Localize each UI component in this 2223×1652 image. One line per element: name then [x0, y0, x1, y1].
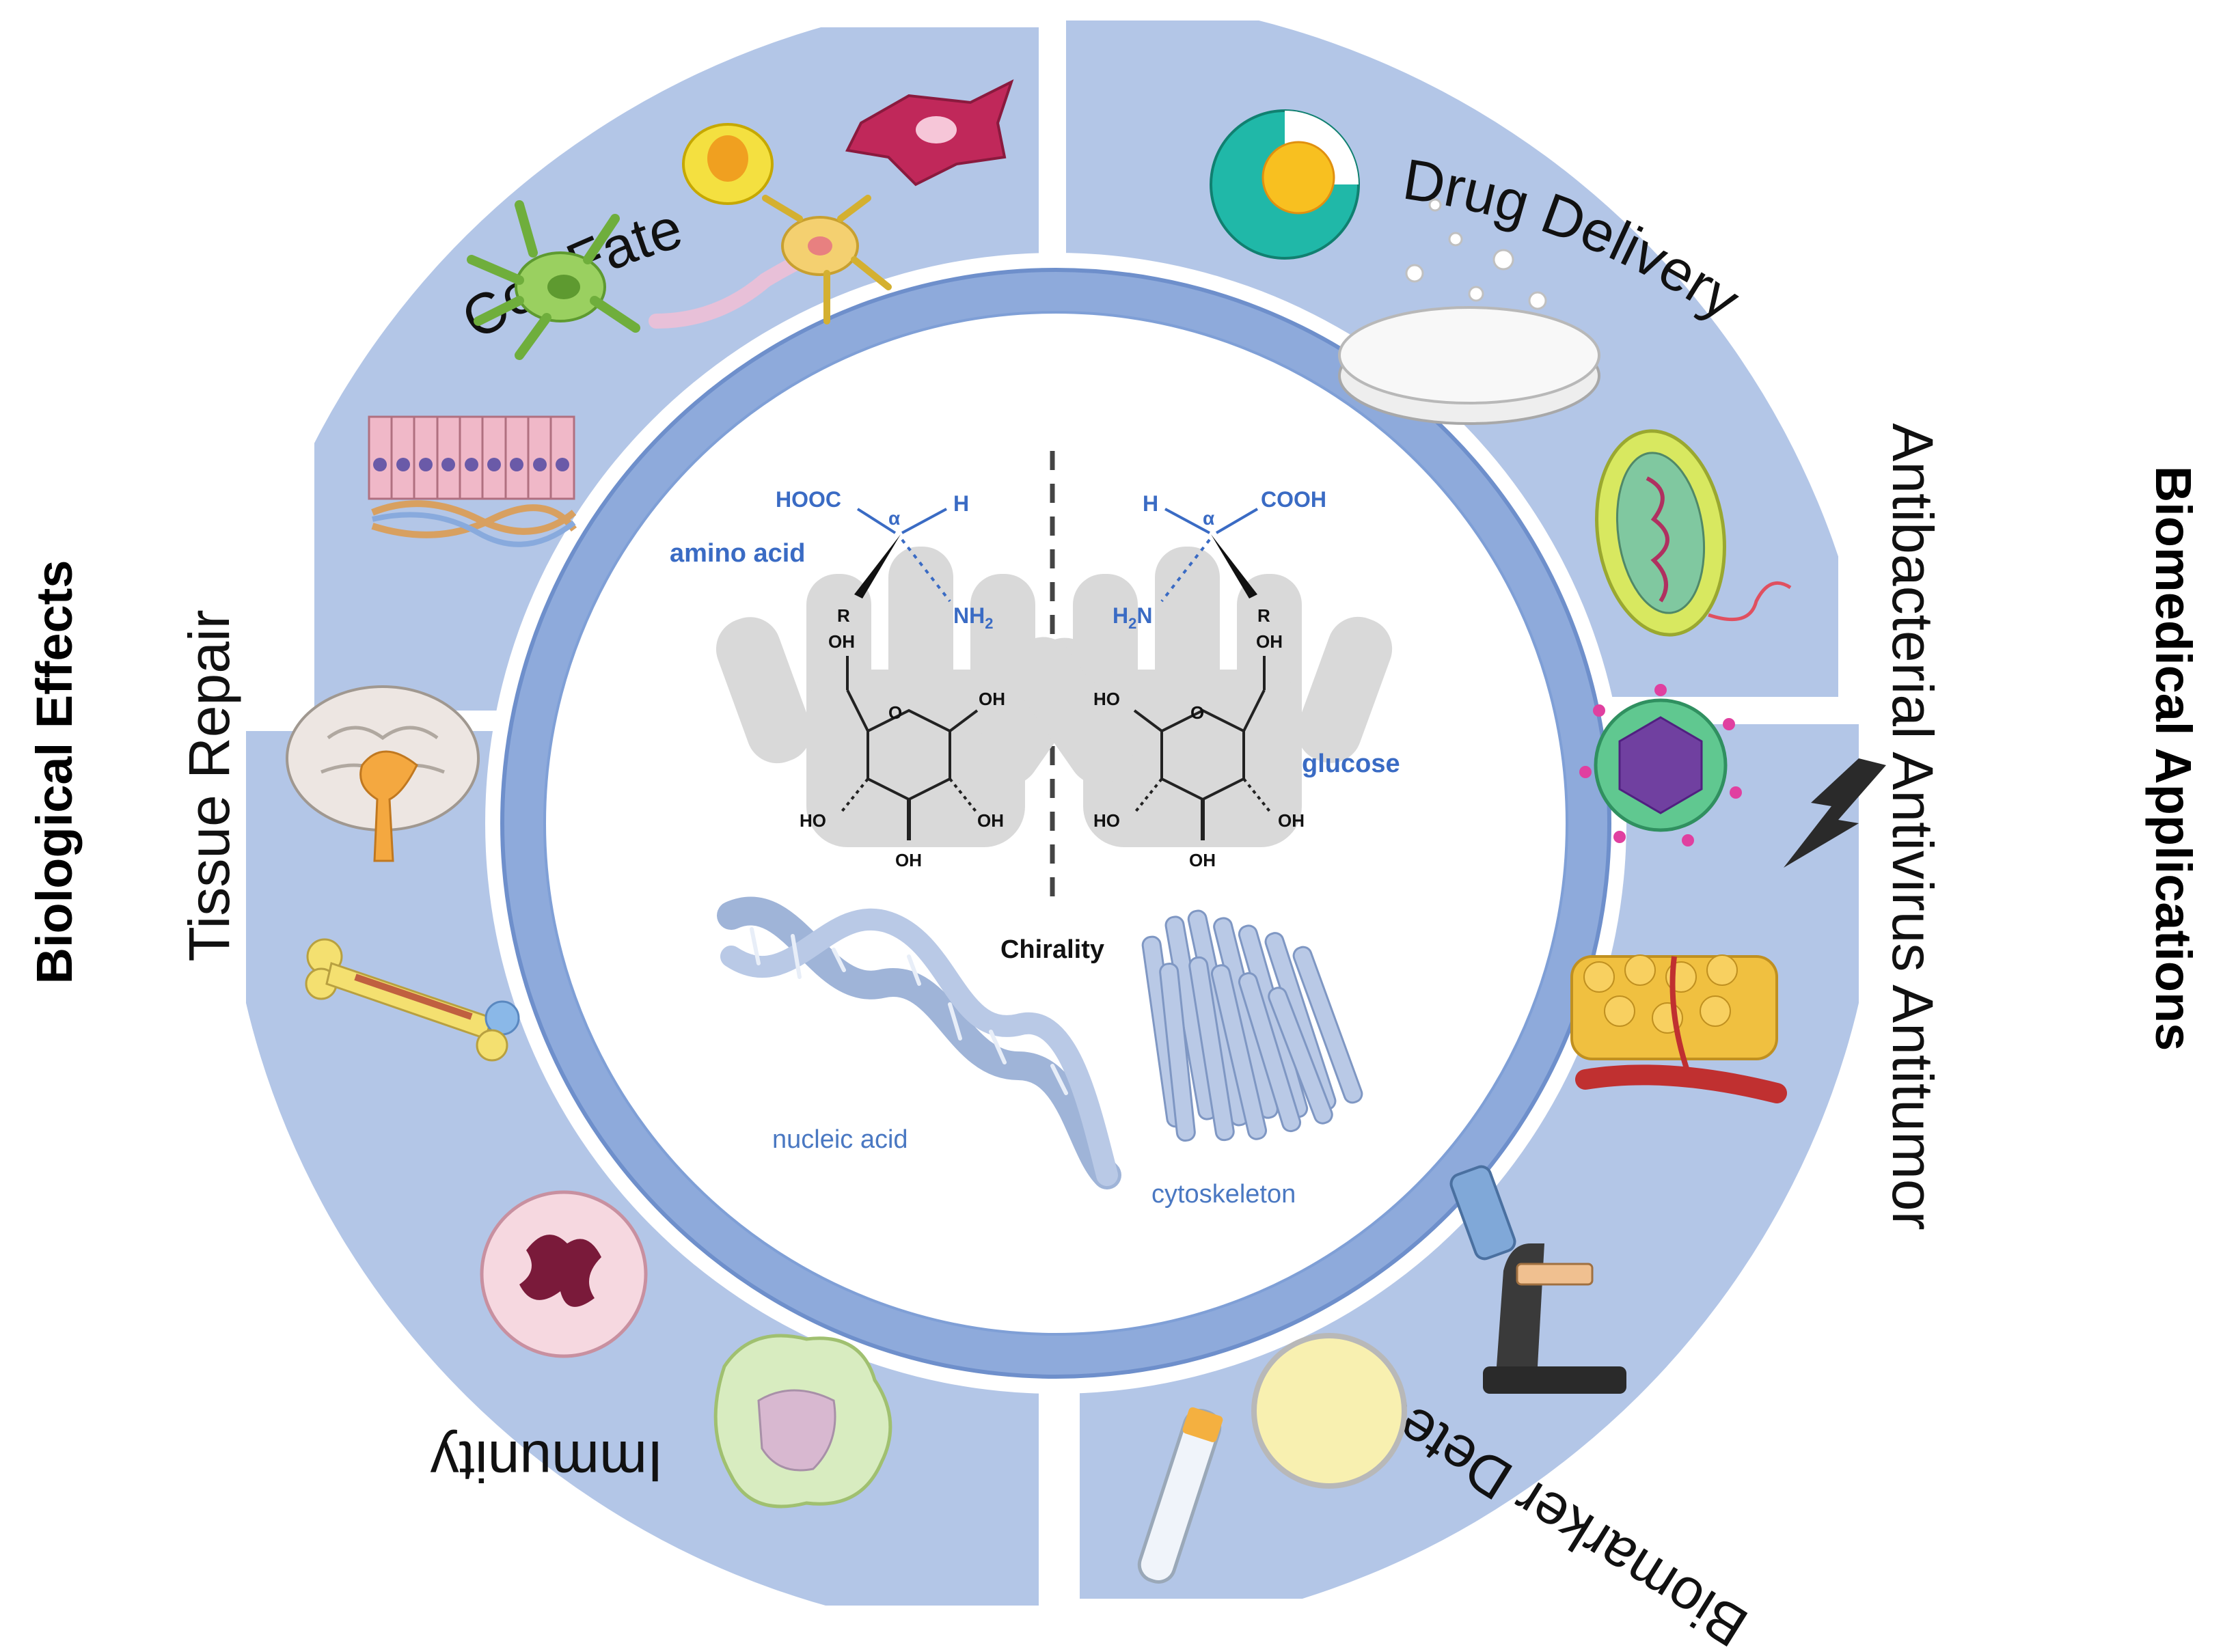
left-ho-bottom-left: HO [800, 810, 826, 831]
bacterium-icon [1595, 429, 1792, 637]
left-oh-bottom-right: OH [977, 810, 1004, 831]
microscope-icon [1449, 1165, 1626, 1394]
petri-dish-icon [1251, 1333, 1407, 1489]
left-ring-oxygen: O [888, 702, 902, 723]
label-glucose: glucose [1302, 749, 1400, 778]
green-neuron-icon [467, 200, 640, 360]
svg-text:COOH: COOH [1261, 487, 1326, 512]
center-disc [543, 311, 1568, 1336]
left-oh-top: OH [828, 631, 855, 652]
svg-text:α: α [1203, 508, 1214, 529]
title-biomedical-applications: Biomedical Applications [2145, 466, 2202, 1051]
lightning-icon [1784, 758, 1886, 868]
svg-text:HOOC: HOOC [776, 487, 841, 512]
label-antibacterial: Antibacterial Antivirus Antitumor [1881, 423, 1945, 1230]
svg-text:H: H [953, 491, 969, 516]
neutrophil-icon [480, 1190, 648, 1358]
svg-text:H2N: H2N [1113, 603, 1152, 632]
test-tube-icon [1137, 1407, 1223, 1584]
brain-icon [286, 685, 480, 862]
tablet-icon [1338, 198, 1600, 425]
nanoparticle-core-shell-icon [1210, 109, 1360, 260]
macrophage-icon [713, 1334, 892, 1509]
right-ho-left: HO [1093, 689, 1120, 709]
virus-icon [1579, 684, 1742, 846]
right-oh-bottom-right: OH [1278, 810, 1305, 831]
bone-icon [305, 938, 520, 1062]
left-oh-right: OH [979, 689, 1005, 709]
dna-helix-icon [717, 896, 1121, 1189]
yellow-neuron-axon-icon [649, 195, 892, 329]
right-ho-bottom-left: HO [1093, 810, 1120, 831]
red-dendritic-cell-icon [845, 79, 1014, 187]
left-glucose-structure [839, 656, 979, 840]
right-oh-bottom: OH [1189, 850, 1216, 870]
label-immunity: Immunity [431, 1429, 664, 1493]
label-chirality: Chirality [1000, 935, 1104, 964]
yellow-cell-icon [682, 123, 774, 205]
label-nucleic-acid: nucleic acid [772, 1125, 908, 1154]
label-amino-acid: amino acid [670, 539, 806, 568]
svg-text:α: α [888, 508, 900, 529]
svg-text:R: R [1257, 605, 1270, 626]
left-oh-bottom: OH [895, 850, 922, 870]
left-amino-acid-structure: HOOC α H R NH2 amino acid [670, 487, 993, 632]
title-biological-effects: Biological Effects [26, 560, 83, 985]
tumor-icon [1570, 954, 1787, 1103]
right-glucose-structure [1133, 656, 1272, 840]
svg-text:R: R [837, 605, 850, 626]
cytoskeleton-icon [1141, 909, 1363, 1142]
label-cytoskeleton: cytoskeleton [1151, 1180, 1296, 1209]
label-tissue-repair: Tissue Repair [177, 609, 241, 961]
svg-text:NH2: NH2 [953, 603, 993, 632]
right-amino-acid-structure: H α COOH R H2N [1113, 487, 1326, 632]
epithelial-tissue-icon [368, 415, 577, 547]
ring-gap-vertical-top [1040, 14, 1065, 301]
right-oh-top: OH [1256, 631, 1283, 652]
right-ring-oxygen: O [1190, 702, 1204, 723]
svg-text:H: H [1143, 491, 1158, 516]
